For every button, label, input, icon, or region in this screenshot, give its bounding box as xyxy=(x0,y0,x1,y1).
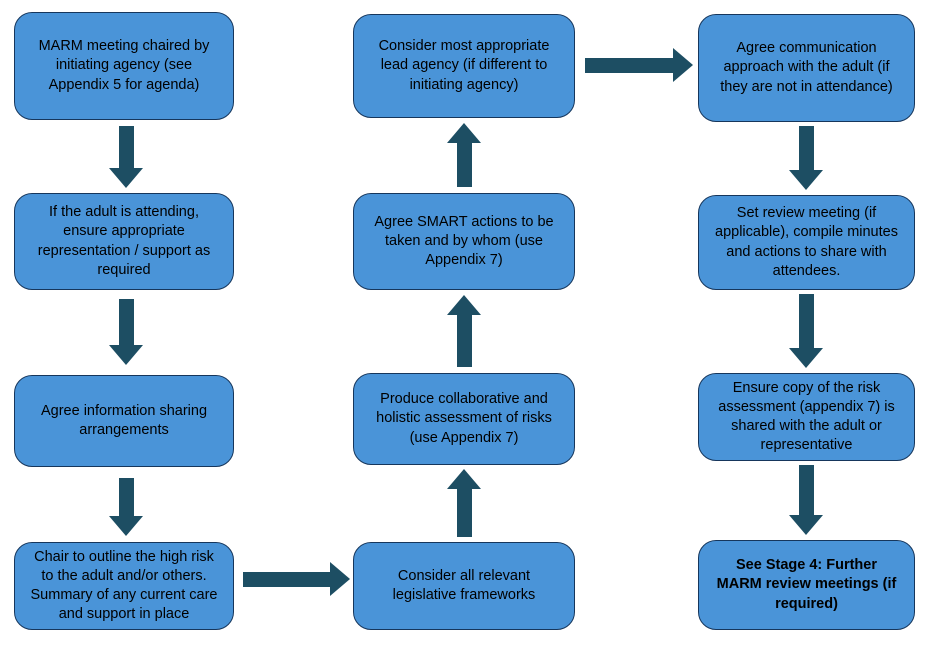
arrow-right-icon xyxy=(585,48,693,82)
arrow-stem xyxy=(456,489,472,537)
arrow-stem xyxy=(118,478,134,516)
arrow-stem xyxy=(798,294,814,348)
arrow-stem xyxy=(118,299,134,345)
flow-box-communication-approach: Agree communication approach with the ad… xyxy=(698,14,915,122)
flow-box-label: MARM meeting chaired by initiating agenc… xyxy=(38,38,210,93)
flow-box-stage-4-review: See Stage 4: Further MARM review meeting… xyxy=(698,540,915,630)
arrow-head xyxy=(109,516,143,536)
flow-box-label: Consider most appropriate lead agency (i… xyxy=(378,38,550,93)
arrow-up-icon xyxy=(447,123,481,187)
arrow-stem xyxy=(798,465,814,515)
flow-box-label: Agree information sharing arrangements xyxy=(40,402,208,438)
flow-box-adult-attending-representation: If the adult is attending, ensure approp… xyxy=(14,193,234,290)
flow-box-label: Produce collaborative and holistic asses… xyxy=(376,391,552,446)
flow-box-information-sharing: Agree information sharing arrangements xyxy=(14,375,234,467)
arrow-head xyxy=(109,345,143,365)
arrow-head xyxy=(447,123,481,143)
flow-box-label: Set review meeting (if applicable), comp… xyxy=(715,205,898,279)
flow-box-label: Agree SMART actions to be taken and by w… xyxy=(374,213,554,269)
arrow-head xyxy=(789,348,823,368)
flow-box-label: See Stage 4: Further MARM review meeting… xyxy=(716,557,897,612)
arrow-up-icon xyxy=(447,469,481,537)
arrow-stem xyxy=(585,57,673,73)
arrow-head xyxy=(789,515,823,535)
flow-box-label: If the adult is attending, ensure approp… xyxy=(37,204,211,278)
arrow-stem xyxy=(456,315,472,367)
flow-box-chair-outline-risk: Chair to outline the high risk to the ad… xyxy=(14,542,234,630)
flow-box-share-risk-assessment: Ensure copy of the risk assessment (appe… xyxy=(698,373,915,461)
flow-box-set-review-meeting: Set review meeting (if applicable), comp… xyxy=(698,195,915,290)
flow-box-label: Chair to outline the high risk to the ad… xyxy=(30,548,218,623)
flow-box-label: Ensure copy of the risk assessment (appe… xyxy=(718,379,895,454)
flow-box-legislative-frameworks: Consider all relevant legislative framew… xyxy=(353,542,575,630)
arrow-head xyxy=(447,469,481,489)
arrow-up-icon xyxy=(447,295,481,367)
arrow-down-icon xyxy=(789,465,823,535)
arrow-down-icon xyxy=(109,126,143,188)
arrow-right-icon xyxy=(243,562,350,596)
flow-box-label: Consider all relevant legislative framew… xyxy=(392,567,536,603)
arrow-down-icon xyxy=(789,126,823,190)
arrow-down-icon xyxy=(789,294,823,368)
arrow-stem xyxy=(798,126,814,170)
flow-box-marm-meeting-chaired: MARM meeting chaired by initiating agenc… xyxy=(14,12,234,120)
arrow-stem xyxy=(456,143,472,187)
flow-box-smart-actions: Agree SMART actions to be taken and by w… xyxy=(353,193,575,290)
arrow-head xyxy=(447,295,481,315)
flow-box-collaborative-assessment: Produce collaborative and holistic asses… xyxy=(353,373,575,465)
arrow-down-icon xyxy=(109,299,143,365)
arrow-stem xyxy=(118,126,134,168)
flow-box-lead-agency: Consider most appropriate lead agency (i… xyxy=(353,14,575,118)
arrow-head xyxy=(673,48,693,82)
arrow-head xyxy=(789,170,823,190)
flow-box-label: Agree communication approach with the ad… xyxy=(720,40,893,95)
arrow-stem xyxy=(243,571,330,587)
arrow-head xyxy=(330,562,350,596)
arrow-down-icon xyxy=(109,478,143,536)
arrow-head xyxy=(109,168,143,188)
